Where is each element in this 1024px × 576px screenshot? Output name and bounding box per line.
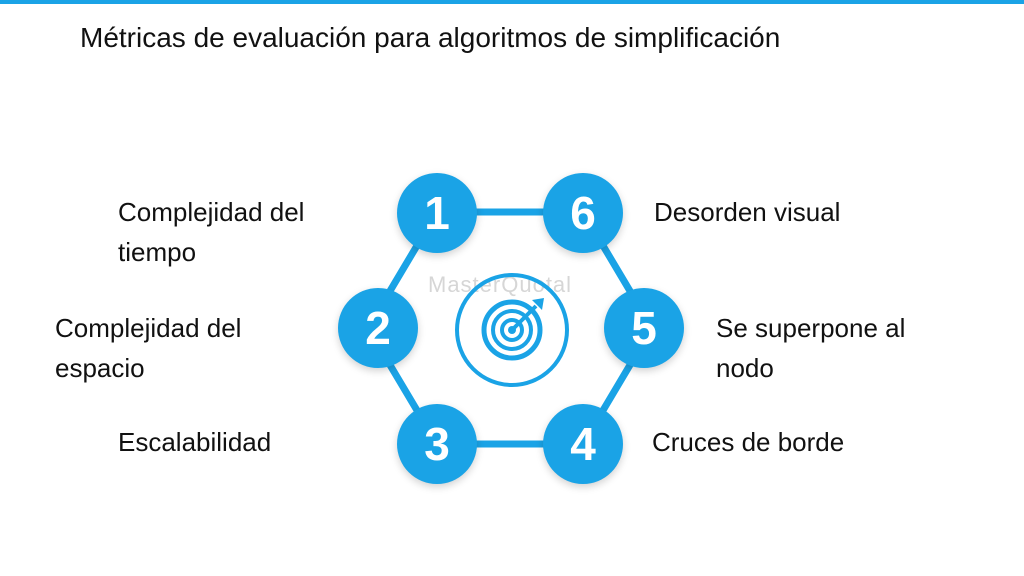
metric-label-6: Desorden visual bbox=[654, 192, 840, 232]
metric-label-1-line1: Complejidad del bbox=[118, 197, 305, 227]
metric-badge-5: 5 bbox=[604, 288, 684, 368]
metric-label-5-line1: Se superpone al bbox=[716, 313, 906, 343]
metric-badge-1: 1 bbox=[397, 173, 477, 253]
metric-badge-2: 2 bbox=[338, 288, 418, 368]
metric-label-2-line1: Complejidad del bbox=[55, 313, 242, 343]
metric-label-5: Se superpone al nodo bbox=[716, 308, 905, 388]
metric-label-1: Complejidad del tiempo bbox=[118, 192, 304, 272]
metric-label-1-line2: tiempo bbox=[118, 237, 197, 267]
metric-badge-6: 6 bbox=[543, 173, 623, 253]
metric-label-3: Escalabilidad bbox=[118, 422, 271, 462]
metric-label-5-line2: nodo bbox=[716, 353, 774, 383]
metric-badge-3: 3 bbox=[397, 404, 477, 484]
slide-title: Métricas de evaluación para algoritmos d… bbox=[80, 22, 781, 53]
target-icon bbox=[455, 273, 569, 387]
metric-badge-4: 4 bbox=[543, 404, 623, 484]
top-accent-bar bbox=[0, 0, 1024, 4]
metric-label-3-line1: Escalabilidad bbox=[118, 427, 272, 457]
metric-label-4: Cruces de borde bbox=[652, 422, 844, 462]
metric-label-6-line1: Desorden visual bbox=[654, 197, 841, 227]
metric-label-4-line1: Cruces de borde bbox=[652, 427, 845, 457]
metric-label-2: Complejidad del espacio bbox=[55, 308, 241, 388]
metric-label-2-line2: espacio bbox=[55, 353, 145, 383]
